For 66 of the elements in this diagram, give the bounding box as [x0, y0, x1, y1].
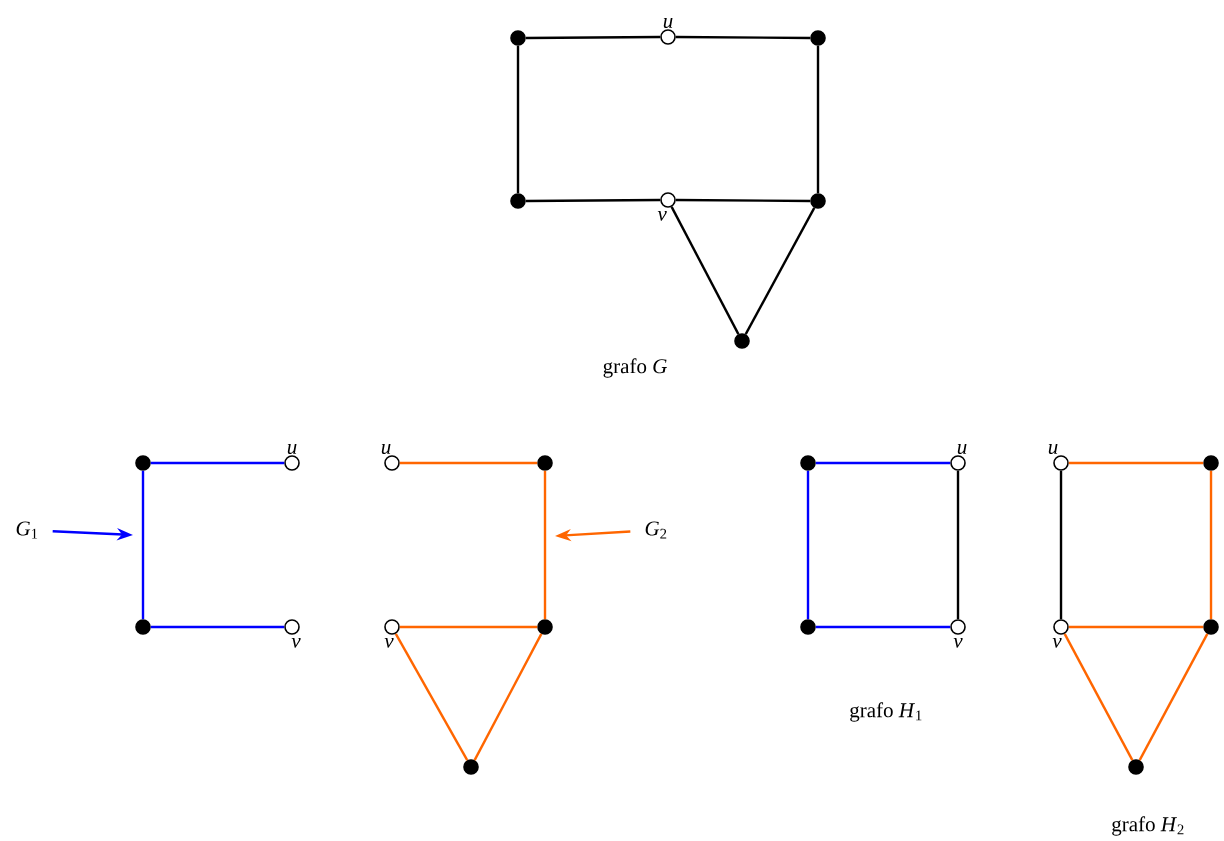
filled-vertex: [135, 455, 151, 471]
graph-edge: [816, 45, 820, 194]
filled-vertex: [800, 455, 816, 471]
graph-caption: grafo G: [603, 358, 667, 378]
vertex-label: u: [663, 18, 673, 28]
vertex-label: u: [957, 444, 967, 454]
graph-label: G$_{2}$: [645, 521, 667, 539]
filled-vertex: [135, 619, 151, 635]
graph-caption: grafo H$_{1}$: [850, 702, 922, 722]
vertex-label: u: [381, 444, 391, 454]
open-vertex: [660, 29, 676, 45]
graph-edge: [744, 207, 816, 335]
graph-caption: grafo H$_{2}$: [1112, 816, 1184, 836]
graph-edge: [806, 470, 810, 620]
open-vertex: [1053, 619, 1069, 635]
vertex-label: u: [287, 444, 297, 454]
graph-edge: [675, 35, 811, 40]
filled-vertex: [510, 193, 526, 209]
graph-edge: [1209, 470, 1213, 620]
graph-edge: [473, 633, 543, 761]
graph-edge: [670, 206, 740, 335]
graph-label: G$_{1}$: [16, 521, 38, 539]
graph-edge: [675, 198, 811, 203]
filled-vertex: [510, 30, 526, 46]
filled-vertex: [463, 759, 479, 775]
graph-edge: [141, 470, 145, 620]
graph-edge: [543, 470, 547, 620]
filled-vertex: [810, 193, 826, 209]
graph-edge: [525, 198, 661, 203]
graph-edge: [394, 633, 469, 761]
graph-edge: [150, 625, 285, 629]
graph-edge: [399, 461, 538, 465]
graph-edge: [956, 470, 960, 620]
vertex-label: v: [384, 638, 394, 648]
graph-edge: [1059, 470, 1063, 620]
vertex-label: v: [1052, 638, 1062, 648]
open-vertex: [384, 455, 400, 471]
filled-vertex: [1128, 759, 1144, 775]
vertex-label: v: [657, 211, 667, 221]
open-vertex: [284, 455, 300, 471]
vertex-label: v: [291, 638, 301, 648]
vertex-label: u: [1048, 444, 1058, 454]
graph-edge: [1138, 633, 1209, 761]
graph-edge: [1068, 461, 1204, 465]
graph-edge: [399, 625, 538, 629]
graph-edge: [150, 461, 285, 465]
filled-vertex: [734, 333, 750, 349]
graph-edge: [1063, 633, 1134, 761]
filled-vertex: [1203, 619, 1219, 635]
graph-edge: [516, 45, 520, 194]
open-vertex: [384, 619, 400, 635]
open-vertex: [950, 619, 966, 635]
open-vertex: [660, 192, 676, 208]
filled-vertex: [537, 619, 553, 635]
open-vertex: [1053, 455, 1069, 471]
graph-edge: [525, 35, 661, 40]
graph-edge: [1068, 625, 1204, 629]
open-vertex: [950, 455, 966, 471]
vertex-label: v: [953, 638, 963, 648]
open-vertex: [284, 619, 300, 635]
graph-edge: [815, 461, 951, 465]
filled-vertex: [800, 619, 816, 635]
filled-vertex: [810, 30, 826, 46]
filled-vertex: [1203, 455, 1219, 471]
graph-edge: [815, 625, 951, 629]
filled-vertex: [537, 455, 553, 471]
